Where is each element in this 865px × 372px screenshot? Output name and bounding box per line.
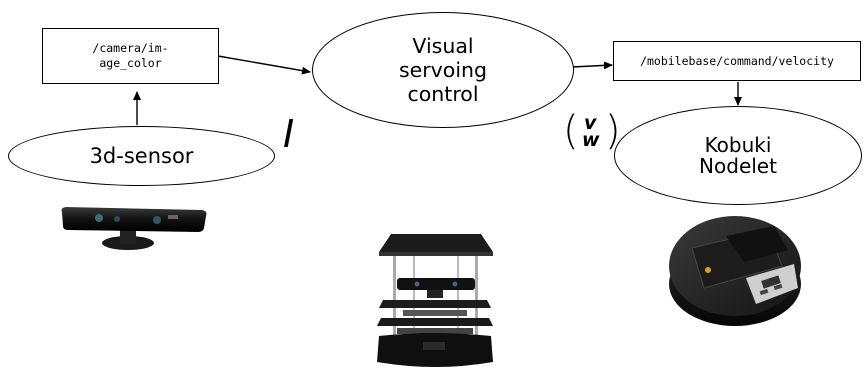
kobuki-line2: Nodelet (699, 153, 777, 178)
control-line3: control (407, 82, 479, 106)
arrow-control-to-velocity (571, 61, 613, 70)
camera-topic-line2: age_color (99, 56, 162, 70)
turtlebot-robot-image (377, 234, 493, 367)
velocity-w-label: w (582, 129, 600, 151)
camera-topic-box: /camera/im- age_color (42, 28, 219, 84)
kobuki-line1: Kobuki (704, 132, 772, 157)
image-signal-label: I (283, 112, 295, 156)
arrow-camera-to-control (217, 55, 311, 75)
velocity-signal: ( v w ) (563, 108, 621, 160)
sensor-node: 3d-sensor (8, 126, 275, 186)
camera-topic-line1: /camera/im- (92, 41, 169, 55)
kobuki-base-image (669, 216, 801, 326)
velocity-topic-box: /mobilebase/command/velocity (613, 41, 861, 81)
left-paren: ( (563, 108, 579, 154)
right-paren: ) (605, 108, 621, 154)
velocity-v-label: v (584, 112, 597, 134)
sensor-label: 3d-sensor (89, 144, 194, 168)
velocity-topic-label: /mobilebase/command/velocity (640, 53, 834, 68)
control-line2: servoing (398, 58, 488, 82)
kinect-sensor-image (61, 207, 207, 250)
control-line1: Visual (412, 34, 474, 58)
kobuki-node: Kobuki Nodelet (614, 106, 862, 205)
control-node: Visual servoing control (312, 12, 574, 128)
